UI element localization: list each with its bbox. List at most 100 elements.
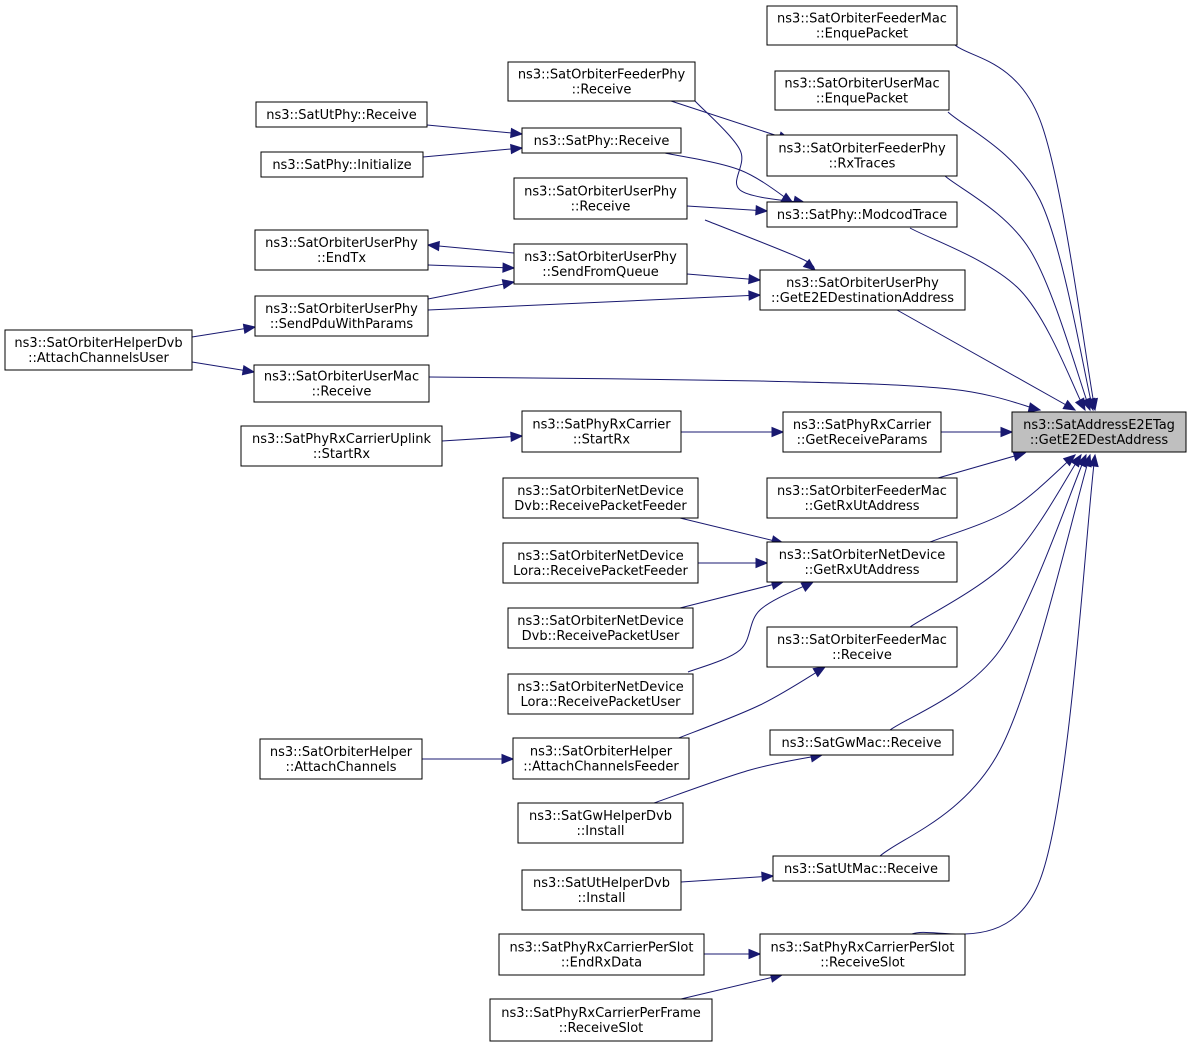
node-phyInitialize[interactable]: ns3::SatPhy::Initialize [260,151,424,178]
node-sendPduWithParams[interactable]: ns3::SatOrbiterUserPhy::SendPduWithParam… [254,295,429,337]
node-dvbReceiveFeeder[interactable]: ns3::SatOrbiterNetDeviceDvb::ReceivePack… [502,477,699,519]
node-loraReceiveFeeder[interactable]: ns3::SatOrbiterNetDeviceLora::ReceivePac… [502,542,699,584]
node-utMacReceive[interactable]: ns3::SatUtMac::Receive [772,855,950,882]
node-label-line: ::GetReceiveParams [797,433,928,448]
edge-feederMacEnque-to-target [954,44,1099,412]
node-sendFromQueue[interactable]: ns3::SatOrbiterUserPhy::SendFromQueue [513,243,688,285]
arrowhead-icon [748,273,762,285]
node-loraReceiveUser[interactable]: ns3::SatOrbiterNetDeviceLora::ReceivePac… [507,673,694,715]
node-label-line: ns3::SatPhyRxCarrierPerSlot [771,941,955,956]
node-userPhyEndTx[interactable]: ns3::SatOrbiterUserPhy::EndTx [254,229,429,271]
node-box [502,542,699,584]
node-userPhyReceive[interactable]: ns3::SatOrbiterUserPhy::Receive [513,177,688,220]
arrowhead-icon [510,143,524,155]
arrowhead-icon [771,426,785,438]
node-gwMacReceive[interactable]: ns3::SatGwMac::Receive [769,729,954,756]
node-feederPhyRxTraces[interactable]: ns3::SatOrbiterFeederPhy::RxTraces [766,134,958,177]
node-userMacEnque[interactable]: ns3::SatOrbiterUserMac::EnquePacket [774,70,950,111]
edge-line [670,100,791,141]
node-feederPhyReceive[interactable]: ns3::SatOrbiterFeederPhy::Receive [507,61,696,102]
edge-line [427,244,515,254]
node-box [766,626,958,668]
node-utPhyReceive[interactable]: ns3::SatUtPhy::Receive [255,101,428,128]
node-helperAttachChannels[interactable]: ns3::SatOrbiterHelper::AttachChannels [259,738,423,780]
node-label-line: ns3::SatOrbiterNetDevice [517,549,684,564]
node-box [259,738,423,780]
node-label-line: ns3::SatOrbiterUserPhy [786,276,939,291]
node-label-line: ::GetRxUtAddress [804,563,919,578]
node-box [766,201,958,228]
node-label-line: ns3::SatUtMac::Receive [784,862,938,877]
node-feederMacReceive[interactable]: ns3::SatOrbiterFeederMac::Receive [766,626,958,668]
node-getE2EDestinationAddress[interactable]: ns3::SatOrbiterUserPhy::GetE2EDestinatio… [759,269,966,311]
edge-line [427,294,761,311]
node-label-line: ::Install [577,824,625,839]
edge-loraReceiveFeeder-to-netDeviceGetRxUt [698,557,769,569]
node-label-line: ns3::SatOrbiterUserPhy [265,236,418,251]
node-box [766,134,958,177]
edge-line [909,227,1086,411]
node-feederMacGetRxUt[interactable]: ns3::SatOrbiterFeederMac::GetRxUtAddress [766,477,958,519]
node-modcodTrace[interactable]: ns3::SatPhy::ModcodTrace [766,201,958,228]
node-attachChannelsUser[interactable]: ns3::SatOrbiterHelperDvb::AttachChannels… [4,329,193,371]
edge-line [422,147,523,158]
edge-line [679,581,784,609]
node-userMacReceive[interactable]: ns3::SatOrbiterUserMac::Receive [253,364,430,403]
node-box [1011,411,1187,453]
arrowhead-icon [510,431,524,442]
node-getReceiveParams[interactable]: ns3::SatPhyRxCarrier::GetReceiveParams [782,411,942,453]
node-rxCarrierStartRx[interactable]: ns3::SatPhyRxCarrier::StartRx [521,410,682,453]
node-label-line: ::Install [578,891,626,906]
node-label-line: ::GetE2EDestAddress [1030,433,1169,448]
node-label-line: ::SendFromQueue [542,265,658,280]
edge-utHelperInstall-to-utMacReceive [680,871,775,883]
edge-line [679,517,784,544]
arrowhead-icon [755,557,769,569]
node-box [759,933,966,976]
node-label-line: ns3::SatGwHelperDvb [529,809,672,824]
edge-loraReceiveUser-to-netDeviceGetRxUt [687,581,815,673]
target-node[interactable]: ns3::SatAddressE2ETag::GetE2EDestAddress [1011,411,1187,453]
node-label-line: ns3::SatUtPhy::Receive [266,108,416,123]
node-perSlotReceiveSlot[interactable]: ns3::SatPhyRxCarrierPerSlot::ReceiveSlot [759,933,966,976]
node-label-line: ns3::SatOrbiterNetDevice [779,548,946,563]
node-perSlotEndRxData[interactable]: ns3::SatPhyRxCarrierPerSlot::EndRxData [498,933,705,976]
node-netDeviceGetRxUt[interactable]: ns3::SatOrbiterNetDevice::GetRxUtAddress [766,541,958,583]
node-label-line: ::SendPduWithParams [270,317,414,332]
node-utHelperInstall[interactable]: ns3::SatUtHelperDvb::Install [521,869,682,911]
edge-line [944,175,1091,411]
node-perFrameReceiveSlot[interactable]: ns3::SatPhyRxCarrierPerFrame::ReceiveSlo… [489,998,713,1042]
edge-userMacEnque-to-target [947,111,1096,412]
node-feederMacEnque[interactable]: ns3::SatOrbiterFeederMac::EnquePacket [766,5,958,46]
edge-line [896,309,1076,411]
node-phyReceive[interactable]: ns3::SatPhy::Receive [521,127,682,154]
edge-utPhyReceive-to-phyReceive [426,124,524,139]
arrowhead-icon [1081,453,1092,468]
edge-line [937,452,1026,479]
edge-modcodTrace-to-target [909,227,1086,412]
node-label-line: ns3::SatPhyRxCarrierUplink [252,432,432,447]
arrowhead-icon [1000,426,1014,438]
node-label-line: Lora::ReceivePacketUser [520,695,681,710]
node-box [766,477,958,519]
edge-line [426,124,523,135]
edge-sendPduWithParams-to-sendFromQueue [427,279,516,300]
node-label-line: ::EnquePacket [816,27,908,42]
edge-userPhyReceive-to-modcodTrace [686,205,769,216]
edge-line [929,454,1076,543]
arrowhead-icon [748,948,762,960]
edge-line [427,264,515,269]
node-label-line: ::AttachChannelsUser [28,351,169,366]
arrowhead-icon [501,279,516,290]
node-gwHelperInstall[interactable]: ns3::SatGwHelperDvb::Install [517,802,684,844]
node-uplinkStartRx[interactable]: ns3::SatPhyRxCarrierUplink::StartRx [240,425,443,467]
arrowhead-icon [761,871,775,882]
node-attachChannelsFeeder[interactable]: ns3::SatOrbiterHelper::AttachChannelsFee… [512,737,690,780]
node-dvbReceiveUser[interactable]: ns3::SatOrbiterNetDeviceDvb::ReceivePack… [507,607,694,649]
node-box [253,364,430,403]
arrowhead-icon [1088,453,1099,468]
node-label-line: ns3::SatPhyRxCarrier [793,418,932,433]
edge-sendFromQueue-to-userPhyEndTx [426,240,515,254]
edge-line [889,454,1087,731]
edge-line [427,281,515,300]
